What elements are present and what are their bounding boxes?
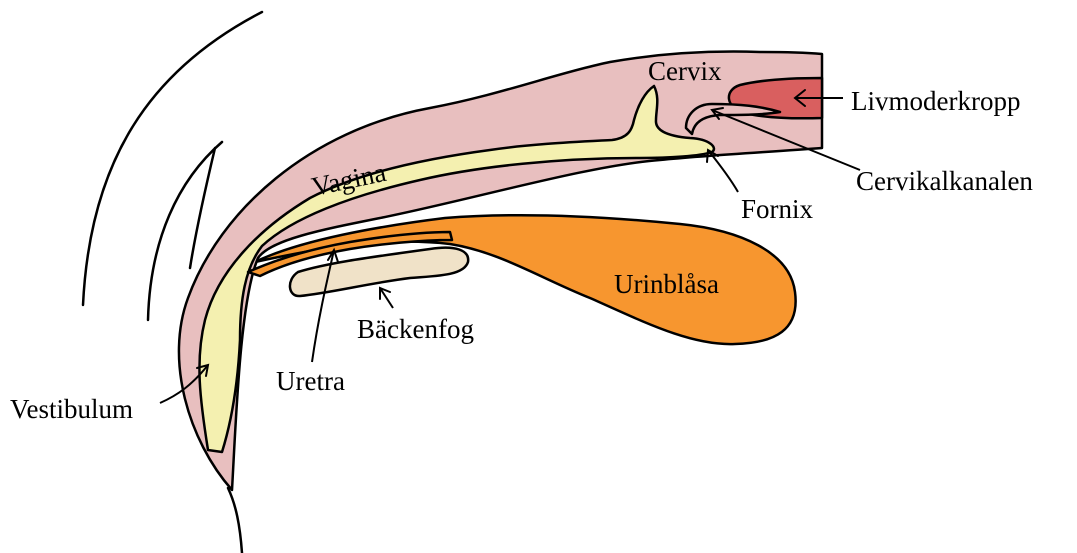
label-cervikalkanalen: Cervikalkanalen (856, 166, 1033, 196)
label-uretra: Uretra (276, 366, 345, 396)
label-cervix: Cervix (648, 56, 722, 86)
label-fornix: Fornix (741, 194, 814, 224)
label-vestibulum: Vestibulum (10, 394, 133, 424)
label-urinblasa: Urinblåsa (614, 269, 719, 299)
label-livmoderkropp: Livmoderkropp (851, 86, 1020, 116)
perineum-line (228, 488, 242, 553)
arrow-backenfog (380, 288, 393, 308)
label-backenfog: Bäckenfog (357, 314, 474, 344)
